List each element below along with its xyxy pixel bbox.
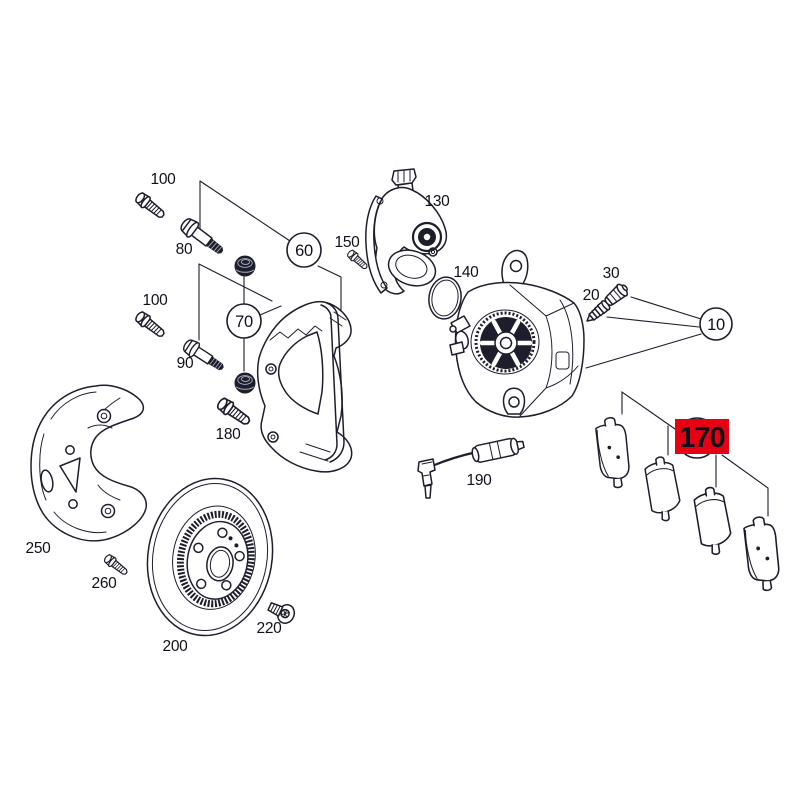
caliper-body-drawing (449, 249, 585, 418)
callout-190[interactable]: 190 (467, 472, 493, 489)
brake-pad-2 (642, 454, 684, 524)
bleeder-valve-drawing (586, 300, 611, 322)
callout-170-text: 170 (679, 422, 724, 454)
callout-100-upper[interactable]: 100 (151, 171, 177, 188)
callout-260[interactable]: 260 (92, 575, 118, 592)
callout-220[interactable]: 220 (257, 620, 283, 637)
actuator-motor-drawing (365, 168, 448, 295)
callout-20[interactable]: 20 (583, 287, 601, 304)
leader-lines (198, 180, 769, 517)
highlight-box-170 (675, 419, 729, 454)
callout-circled-60[interactable]: 60 (286, 232, 322, 268)
callout-80[interactable]: 80 (176, 241, 194, 258)
caliper-carrier-drawing (256, 300, 353, 473)
callout-150[interactable]: 150 (335, 234, 361, 251)
countersunk-screw-drawing (267, 602, 296, 624)
brake-pad-1 (591, 414, 636, 491)
callout-90[interactable]: 90 (177, 355, 195, 372)
splash-shield-drawing (30, 384, 148, 542)
callout-circled-70[interactable]: 70 (226, 303, 262, 339)
brake-disc-drawing (146, 477, 274, 637)
callout-10-text: 10 (707, 316, 725, 334)
brake-pad-3 (692, 484, 735, 557)
callout-60-text: 60 (295, 242, 313, 260)
callout-250[interactable]: 250 (26, 540, 52, 557)
cap-nut-70-upper (234, 255, 256, 277)
callout-200[interactable]: 200 (163, 638, 189, 655)
brake-pad-4 (739, 514, 786, 594)
callout-70-text: 70 (235, 313, 253, 331)
callout-130[interactable]: 130 (425, 193, 451, 210)
cap-nut-70-lower (234, 372, 256, 394)
callout-30[interactable]: 30 (603, 265, 621, 282)
dust-cap-drawing (604, 283, 629, 307)
wear-sensor-drawing (417, 437, 525, 499)
hex-bolt-180 (214, 395, 254, 430)
callout-140[interactable]: 140 (454, 264, 480, 281)
callout-100-lower[interactable]: 100 (143, 292, 169, 309)
hex-bolt-100-lower (132, 309, 168, 341)
callout-180[interactable]: 180 (216, 426, 242, 443)
o-ring-drawing (428, 276, 462, 320)
callout-circled-10[interactable]: 10 (699, 307, 733, 341)
hex-bolt-100-upper (132, 190, 168, 222)
callouts-plain: 100 80 100 90 150 130 140 180 190 20 30 … (26, 171, 621, 655)
hex-bolt-260 (102, 552, 131, 578)
callout-highlighted-170[interactable]: 170 (675, 417, 729, 459)
